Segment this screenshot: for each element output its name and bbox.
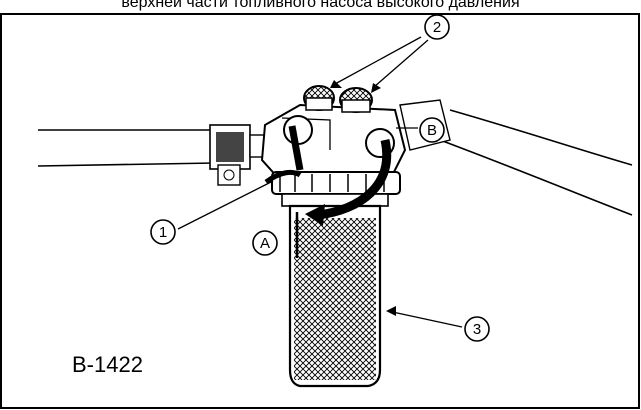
callout-2-arrowheads (330, 80, 381, 93)
callout-3-leader (387, 310, 463, 328)
callout-3: 3 (464, 316, 490, 342)
svg-text:A: A (260, 235, 270, 252)
flow-label-a: A (252, 230, 278, 256)
svg-text:1: 1 (159, 224, 167, 241)
filter-bowl (288, 204, 382, 388)
svg-text:2: 2 (433, 19, 441, 36)
figure-frame (0, 13, 640, 409)
air-bleed-plug-right (339, 87, 373, 113)
flow-label-b: B (419, 117, 445, 143)
left-banjo-fitting (209, 124, 273, 186)
callout-3-arrowhead (386, 306, 396, 316)
svg-text:B: B (427, 122, 437, 139)
figure-caption-top: верхней части топливного насоса высокого… (121, 0, 520, 11)
callout-1-leader (177, 180, 274, 230)
left-fuel-pipe (37, 129, 216, 167)
fuel-flow-arrow (317, 139, 392, 220)
callout-2: 2 (424, 14, 450, 40)
figure-code: B-1422 (72, 352, 143, 377)
fuel-flow-arrowhead (305, 204, 325, 226)
svg-text:3: 3 (473, 321, 481, 338)
callout-1: 1 (150, 219, 176, 245)
callout-2-leaders (334, 36, 429, 88)
right-fuel-pipe (399, 99, 633, 216)
air-bleed-plug-left (303, 85, 335, 111)
